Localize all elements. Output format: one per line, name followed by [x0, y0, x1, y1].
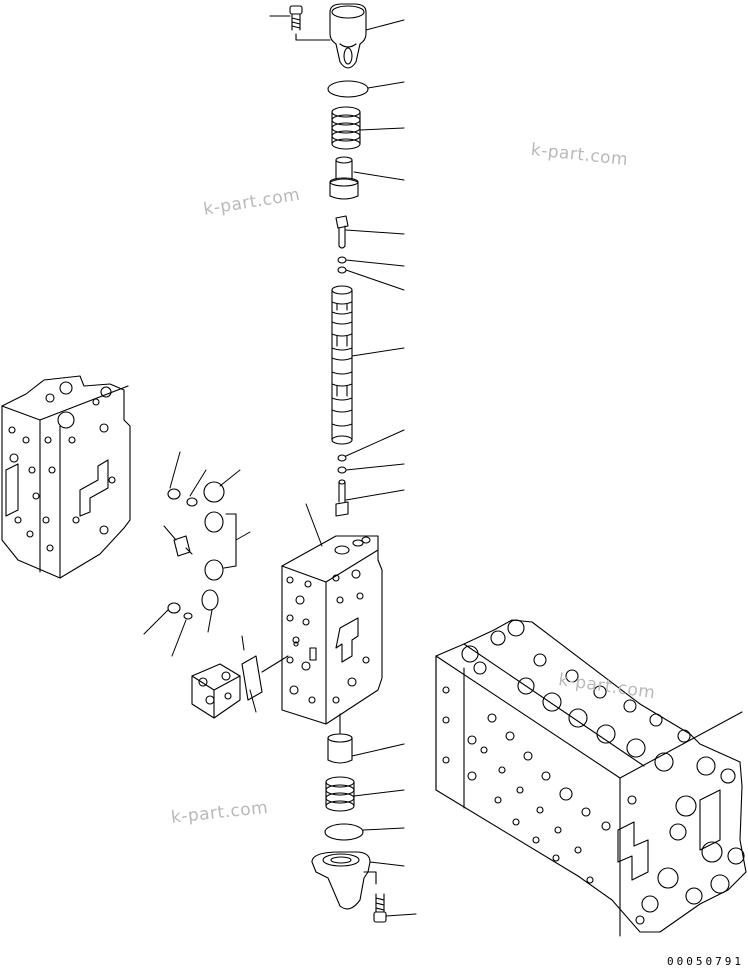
seal-cluster	[168, 482, 236, 619]
flange-part	[192, 664, 240, 718]
top-bolt-part	[270, 6, 330, 40]
small-o-ring-4	[338, 467, 346, 473]
lower-bolt-part	[374, 894, 386, 922]
small-o-ring-3	[338, 455, 346, 461]
lower-cap-part	[312, 852, 376, 909]
retainer-part	[330, 157, 358, 199]
gasket-part	[242, 656, 288, 700]
valve-assembly	[436, 620, 746, 936]
pin-part	[336, 216, 348, 248]
small-o-ring-1	[338, 257, 346, 263]
lower-o-ring-part	[325, 824, 363, 840]
o-ring-part	[328, 81, 368, 97]
lower-spring-part	[326, 777, 354, 811]
plug-part	[336, 480, 348, 516]
spool-part	[332, 286, 352, 444]
top-cap-part	[330, 4, 366, 68]
figure-code: 00050791	[667, 955, 744, 968]
small-o-ring-2	[338, 267, 346, 273]
leader-lines	[144, 20, 416, 916]
spring-part	[332, 107, 360, 149]
valve-section-block	[282, 536, 382, 724]
left-valve-block	[2, 376, 130, 578]
lower-retainer-part	[328, 714, 352, 763]
